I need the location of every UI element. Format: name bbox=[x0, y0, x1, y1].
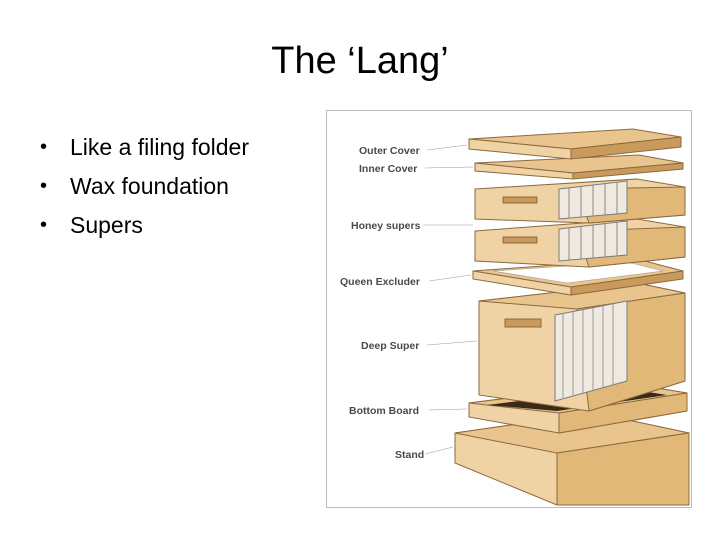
label-queen-excluder: Queen Excluder bbox=[340, 276, 420, 288]
honey-super-lower bbox=[475, 219, 685, 267]
bullet-text: Like a filing folder bbox=[70, 132, 249, 171]
label-deep-super: Deep Super bbox=[361, 340, 419, 352]
bullet-list: •Like a filing folder •Wax foundation •S… bbox=[40, 132, 249, 249]
label-bottom-board: Bottom Board bbox=[349, 405, 419, 417]
label-inner-cover: Inner Cover bbox=[359, 163, 417, 175]
label-honey-supers: Honey supers bbox=[351, 220, 421, 232]
slide-title: The ‘Lang’ bbox=[0, 40, 720, 83]
label-stand: Stand bbox=[395, 449, 424, 461]
bullet-dot-icon: • bbox=[40, 171, 70, 210]
outer-cover-part bbox=[469, 129, 681, 159]
bullet-item: •Supers bbox=[40, 210, 249, 249]
bullet-item: •Like a filing folder bbox=[40, 132, 249, 171]
honey-super-upper bbox=[475, 179, 685, 223]
label-outer-cover: Outer Cover bbox=[359, 145, 420, 157]
bullet-item: •Wax foundation bbox=[40, 171, 249, 210]
beehive-diagram: Outer Cover Inner Cover Honey supers Que… bbox=[326, 110, 692, 508]
bullet-text: Wax foundation bbox=[70, 171, 229, 210]
bullet-dot-icon: • bbox=[40, 210, 70, 249]
bullet-text: Supers bbox=[70, 210, 143, 249]
beehive-exploded-view: Outer Cover Inner Cover Honey supers Que… bbox=[327, 111, 691, 507]
bullet-dot-icon: • bbox=[40, 132, 70, 171]
